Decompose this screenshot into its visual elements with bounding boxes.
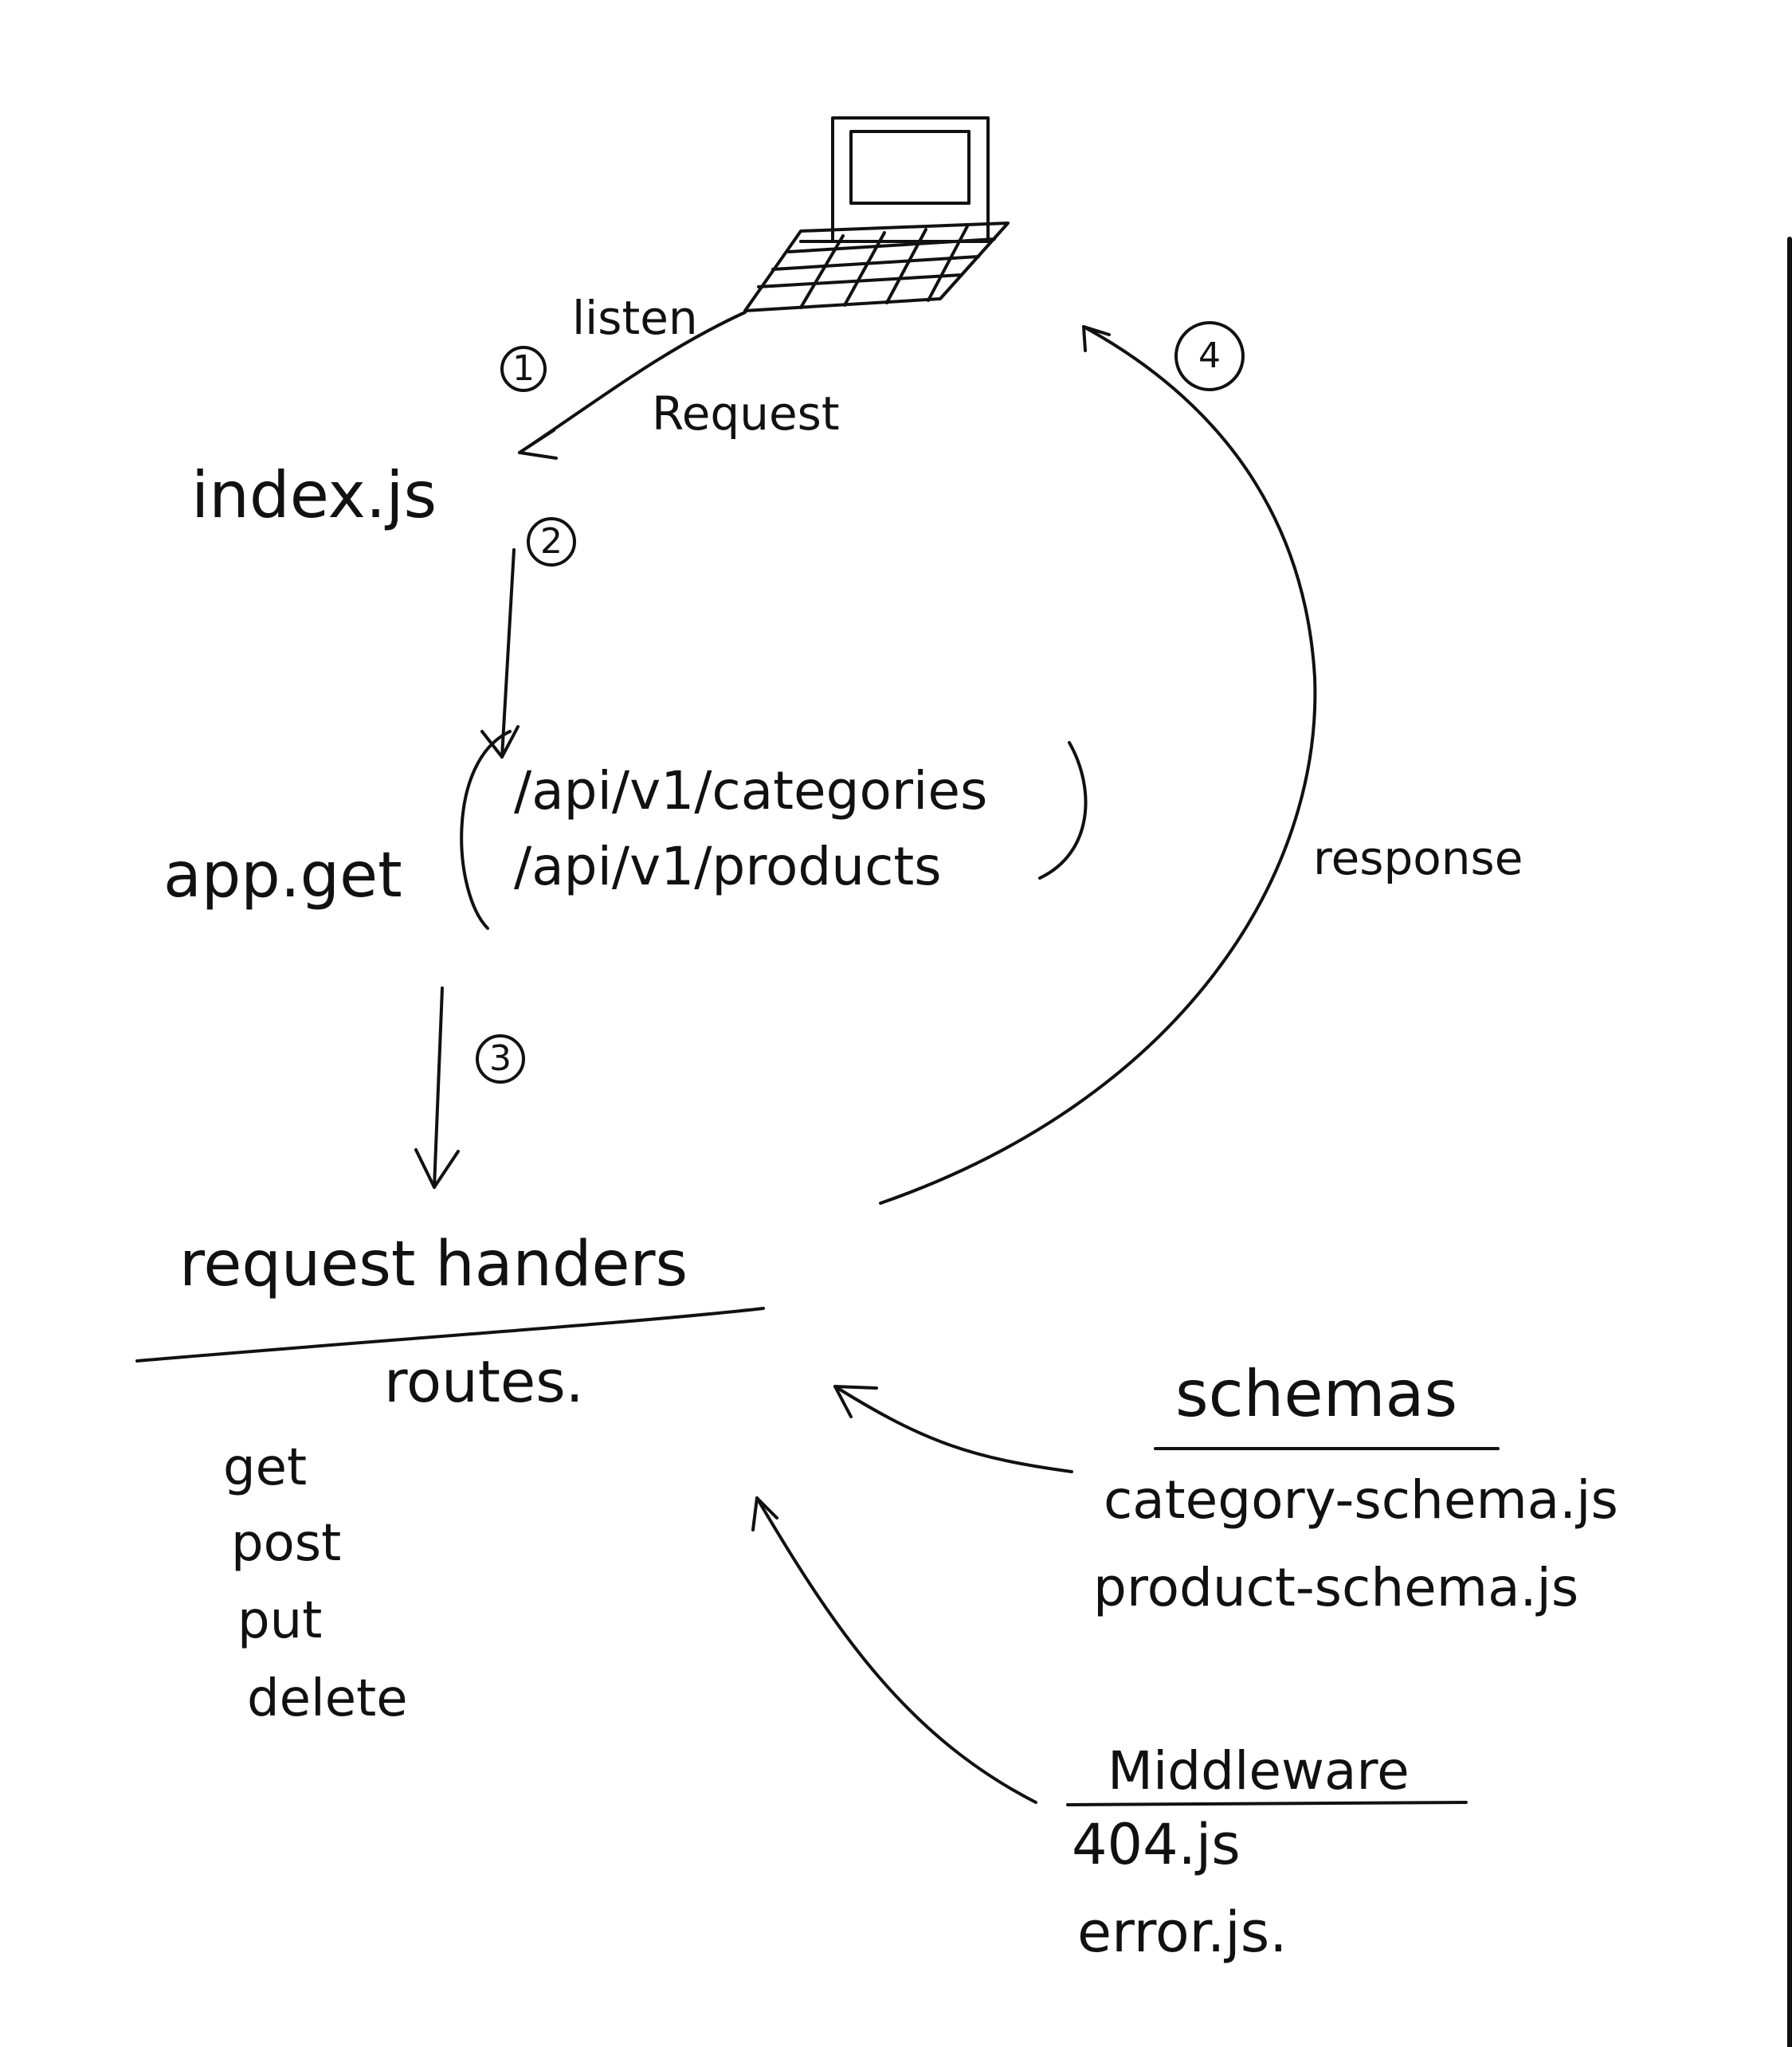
product-schema-file: product-schema.js	[1093, 1557, 1579, 1618]
step-circle-2	[527, 517, 576, 567]
app-get-label: app.get	[163, 840, 402, 912]
index-js-label: index.js	[191, 458, 437, 532]
arrow-response	[879, 325, 1317, 1205]
method-delete: delete	[247, 1669, 408, 1728]
method-post: post	[231, 1514, 342, 1573]
step-number-1: 1	[512, 348, 535, 389]
method-put: put	[237, 1591, 323, 1650]
request-handlers-label: request handers	[179, 1229, 688, 1300]
arrow-app-get-to-handlers	[433, 986, 444, 1189]
middleware-underline	[1066, 1801, 1468, 1806]
step-number-4: 4	[1198, 335, 1221, 376]
arrow-schemas-to-handlers	[833, 1385, 1073, 1473]
request-label: Request	[652, 386, 840, 441]
arrow-middleware-to-handlers	[755, 1496, 1037, 1804]
right-bracket	[1038, 741, 1088, 880]
step-number-3: 3	[489, 1038, 512, 1079]
method-get: get	[223, 1438, 308, 1497]
left-bracket	[460, 730, 512, 930]
handlers-divider	[135, 1307, 765, 1363]
schemas-label: schemas	[1175, 1357, 1458, 1431]
arrow-index-to-app-get	[500, 548, 516, 759]
file-error: error.js.	[1077, 1900, 1288, 1965]
step-number-2: 2	[540, 521, 563, 562]
step-circle-4	[1174, 321, 1245, 391]
route-categories: /api/v1/categories	[514, 760, 988, 822]
step-circle-1	[500, 346, 547, 392]
response-label: response	[1313, 831, 1523, 885]
route-products: /api/v1/products	[514, 836, 942, 897]
routes-label: routes.	[384, 1348, 584, 1415]
middleware-label: Middleware	[1108, 1740, 1410, 1802]
laptop-icon	[743, 116, 1010, 312]
step-circle-3	[476, 1034, 525, 1084]
listen-label: listen	[572, 291, 698, 345]
file-404: 404.js	[1072, 1812, 1241, 1877]
category-schema-file: category-schema.js	[1104, 1469, 1618, 1531]
